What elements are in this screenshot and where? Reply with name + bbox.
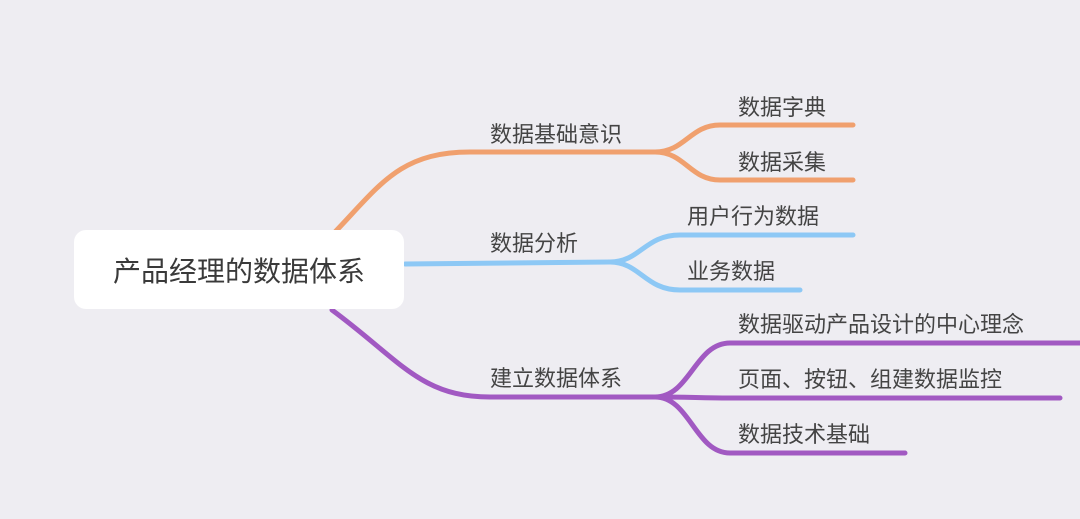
leaf-label[interactable]: 业务数据 — [687, 260, 775, 285]
leaf-label[interactable]: 用户行为数据 — [687, 205, 819, 230]
connector — [652, 149, 856, 183]
connector — [652, 340, 1080, 400]
leaf-label[interactable]: 数据采集 — [738, 151, 826, 176]
branch-1-lines — [332, 122, 856, 235]
leaf-label[interactable]: 数据驱动产品设计的中心理念 — [738, 313, 1024, 338]
connector — [607, 232, 856, 265]
connector — [402, 259, 613, 267]
branch-label[interactable]: 数据基础意识 — [490, 123, 622, 148]
branch-2-lines — [402, 232, 856, 293]
connector — [652, 394, 908, 456]
branch-label[interactable]: 建立数据体系 — [490, 367, 622, 392]
branch-3-lines — [329, 307, 1080, 456]
leaf-label[interactable]: 页面、按钮、组建数据监控 — [738, 368, 1002, 393]
connector — [652, 394, 1063, 401]
leaf-label[interactable]: 数据技术基础 — [738, 423, 870, 448]
root-node[interactable]: 产品经理的数据体系 — [74, 230, 404, 309]
connector — [329, 307, 658, 400]
leaf-label[interactable]: 数据字典 — [738, 96, 826, 121]
connector — [607, 259, 803, 293]
branch-label[interactable]: 数据分析 — [490, 232, 578, 257]
connector — [652, 122, 856, 155]
connector — [332, 149, 658, 235]
